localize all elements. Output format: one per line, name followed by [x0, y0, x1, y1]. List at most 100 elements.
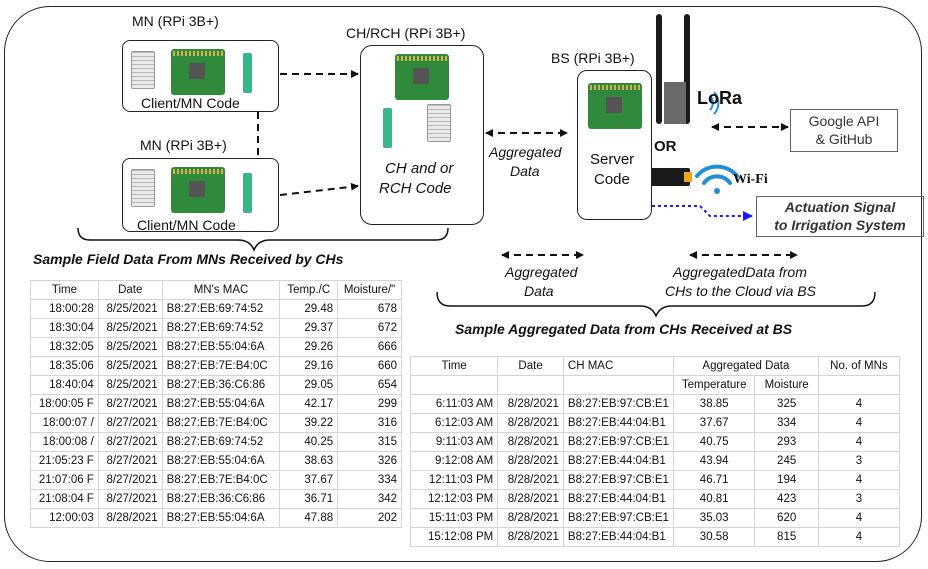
ch-box: CH and or RCH Code [360, 45, 484, 225]
table-cell: B8:27:EB:69:74:52 [161, 299, 281, 319]
table-cell: 202 [337, 508, 402, 528]
table-cell: 47.88 [279, 508, 339, 528]
or-label: OR [654, 138, 677, 155]
table-cell: 8/28/2021 [497, 508, 564, 528]
table-cell: 12:12:03 PM [409, 489, 499, 509]
mn-top-box: Client/MN Code [122, 40, 279, 112]
empty-cell [497, 375, 564, 395]
table-cell: 35.03 [672, 508, 756, 528]
table-cell: 325 [754, 394, 819, 414]
table-cell: 672 [337, 318, 402, 338]
bs-code-line2: Code [594, 171, 630, 188]
table-cell: 18:40:04 [30, 375, 99, 395]
table-cell: B8:27:EB:69:74:52 [161, 318, 281, 338]
table-cell: 8/28/2021 [497, 470, 564, 490]
table-cell: 8/27/2021 [97, 413, 163, 433]
table-cell: B8:27:EB:7E:B4:0C [161, 356, 281, 376]
table-cell: 4 [817, 413, 901, 433]
empty-cell [409, 375, 499, 395]
mn-top-label: MN (RPi 3B+) [132, 13, 219, 29]
table-cell: 8/28/2021 [497, 432, 564, 452]
table-cell: 4 [817, 470, 901, 490]
table-cell: 326 [337, 451, 402, 471]
table-cell: 40.25 [279, 432, 339, 452]
table-cell: 8/28/2021 [497, 413, 564, 433]
column-header: Temp./C [279, 280, 339, 300]
table-cell: 620 [754, 508, 819, 528]
bs-label: BS (RPi 3B+) [551, 50, 635, 66]
legend-aggregated-line1: Aggregated [505, 264, 578, 280]
table-cell: 3 [817, 451, 901, 471]
dht-sensor-icon [427, 104, 451, 142]
actuation-line2: to Irrigation System [774, 217, 906, 233]
table-cell: B8:27:EB:97:CB:E1 [562, 432, 674, 452]
empty-cell [562, 375, 674, 395]
table-cell: 18:30:04 [30, 318, 99, 338]
moisture-probe-icon [243, 173, 252, 213]
table-cell: 12:00:03 [30, 508, 99, 528]
wifi-label: Wi-Fi [733, 172, 768, 187]
table-cell: 9:12:08 AM [409, 451, 499, 471]
arrow-mn-bottom-to-ch [279, 182, 359, 196]
table-cell: 42.17 [279, 394, 339, 414]
column-header: Time [30, 280, 99, 300]
brace-mn-group [77, 227, 449, 253]
table-cell: 29.05 [279, 375, 339, 395]
table-cell: 15:12:08 PM [409, 527, 499, 547]
table-cell: 9:11:03 AM [409, 432, 499, 452]
table-cell: 29.37 [279, 318, 339, 338]
table-cell: 43.94 [672, 451, 756, 471]
cloud-box: Google API & GitHub [790, 109, 898, 152]
table-cell: 315 [337, 432, 402, 452]
table-cell: B8:27:EB:97:CB:E1 [562, 508, 674, 528]
raspberry-pi-board-icon [171, 167, 225, 213]
mn-bottom-label: MN (RPi 3B+) [140, 137, 227, 153]
table-cell: 29.48 [279, 299, 339, 319]
table-cell: 40.81 [672, 489, 756, 509]
table-cell: 6:11:03 AM [409, 394, 499, 414]
table-cell: 8/27/2021 [97, 470, 163, 490]
column-header: MN's MAC [161, 280, 281, 300]
table-cell: 8/25/2021 [97, 375, 163, 395]
bs-box: Server Code [577, 70, 652, 220]
lora-module-icon [664, 82, 686, 124]
table-cell: 316 [337, 413, 402, 433]
table-cell: 21:08:04 F [30, 489, 99, 509]
table-cell: 38.63 [279, 451, 339, 471]
table-cell: 8/27/2021 [97, 489, 163, 509]
table-cell: 666 [337, 337, 402, 357]
table-cell: 8/25/2021 [97, 299, 163, 319]
table-cell: B8:27:EB:97:CB:E1 [562, 470, 674, 490]
table-cell: B8:27:EB:36:C6:86 [161, 375, 281, 395]
legend-aggregated-line2: Data [524, 283, 554, 299]
table-cell: 8/25/2021 [97, 356, 163, 376]
table-cell: 4 [817, 508, 901, 528]
table-cell: 30.58 [672, 527, 756, 547]
legend-cloud-line2: CHs to the Cloud via BS [665, 283, 816, 299]
table-cell: 15:11:03 PM [409, 508, 499, 528]
wifi-dongle-led [684, 172, 692, 182]
table-cell: 815 [754, 527, 819, 547]
column-header: Time [409, 356, 499, 376]
lora-label: LoRa [697, 88, 742, 108]
bs-code-line1: Server [590, 151, 635, 168]
column-header: CH MAC [562, 356, 674, 376]
table-cell: 8/28/2021 [497, 489, 564, 509]
mn-bottom-box: Client/MN Code [122, 158, 279, 233]
table-cell: B8:27:EB:44:04:B1 [562, 527, 674, 547]
table-cell: 18:00:08 / [30, 432, 99, 452]
